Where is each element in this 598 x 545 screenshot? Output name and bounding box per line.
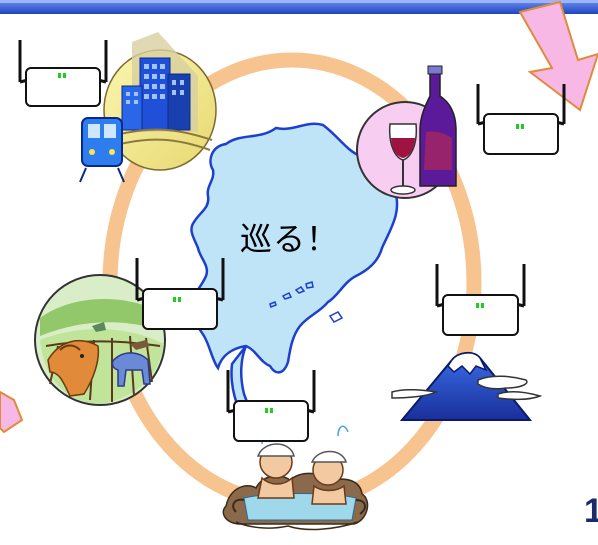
wine-clipart: [356, 65, 457, 199]
top-bar-highlight: [0, 0, 598, 3]
city-train-clipart: [79, 32, 217, 183]
page-number: 1: [584, 492, 598, 530]
router-top-left: [18, 40, 108, 107]
hot-spring-clipart: [222, 425, 369, 531]
top-bar: [0, 0, 598, 14]
router-bottom-center: [226, 370, 316, 442]
router-top-right: [476, 84, 566, 155]
router-middle-left: [135, 258, 225, 330]
arrow-top-right: [518, 0, 598, 112]
horses-clipart: [34, 274, 166, 406]
arrow-bottom-left: [0, 390, 24, 434]
prefecture-map: [190, 122, 399, 414]
mount-fuji-clipart: [391, 352, 543, 421]
slide-caption: 巡る！: [240, 220, 340, 258]
router-middle-right: [435, 264, 526, 336]
